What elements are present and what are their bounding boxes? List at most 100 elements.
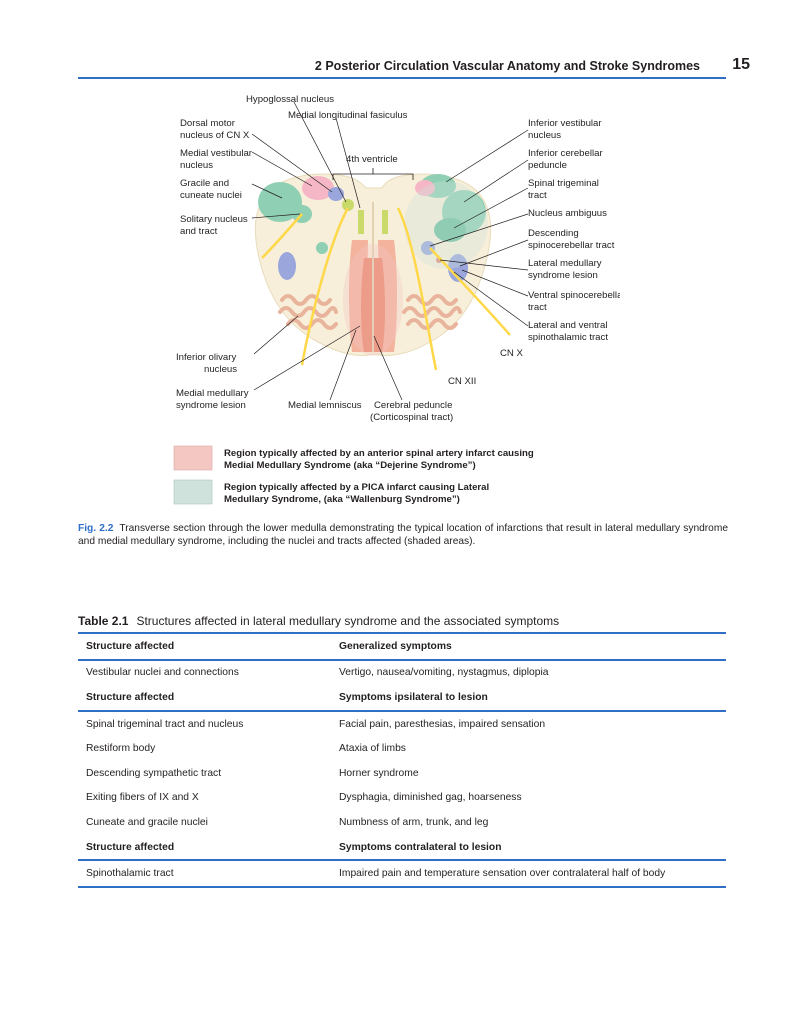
label-cn-x: CN X [500,348,524,359]
cn-x-root-right [429,247,511,336]
inferior-olivary-nucleus-left [278,294,338,330]
label-dorsal-motor-1: Dorsal motor [180,118,236,129]
label-med-lesion-2: syndrome lesion [176,400,246,411]
label-ventral-spinocereb-1: Ventral spinocerebellar [528,290,620,301]
chapter-title: 2 Posterior Circulation Vascular Anatomy… [314,59,700,73]
label-spinothal-2: spinothalamic tract [528,332,608,343]
label-cerebral-peduncle-1: Cerebral peduncle [374,400,452,411]
page-number: 15 [732,56,750,73]
table-row: Restiform body Ataxia of limbs [78,736,726,761]
solitary-tract-left [316,242,328,254]
table-subheader-cell: Symptoms ipsilateral to lesion [331,685,726,712]
label-solitary-1: Solitary nucleus [180,214,248,225]
medial-lesion-shading [343,244,403,356]
label-inf-vestibular-2: nucleus [528,130,561,141]
table-cell: Numbness of arm, trunk, and leg [339,816,489,828]
nucleus-ambiguus-right [421,241,435,255]
medial-vestibular-nucleus-left [302,176,334,200]
legend-swatch-medial [173,445,213,471]
table-row: Spinothalamic tract Impaired pain and te… [78,860,726,888]
table-subheader-row: Structure affected Symptoms ipsilateral … [78,685,726,712]
spinocerebellar-left [278,252,296,280]
legend-medial-line1: Region typically affected by an anterior… [224,448,534,459]
label-lat-lesion-2: syndrome lesion [528,270,598,281]
lateral-lesion-shading [404,181,488,269]
corticospinal-right [374,258,385,352]
label-gracile-2: cuneate nuclei [180,190,242,201]
header-rule [78,77,726,79]
table-cell: Restiform body [86,743,156,755]
table-header-cell: Generalized symptoms [331,632,726,661]
label-spinothal-1: Lateral and ventral [528,320,607,331]
leader-lines [251,101,529,401]
table-row: Spinal trigeminal tract and nucleus Faci… [78,711,726,737]
label-inf-vestibular-1: Inferior vestibular [528,118,602,129]
label-ambiguus: Nucleus ambiguus [528,208,607,219]
medulla-cross-section-figure: Hypoglossal nucleus Medial longitudinal … [173,94,620,505]
label-spinal-trig-2: tract [528,190,547,201]
table-cell: Horner syndrome [339,767,419,779]
medial-vestibular-nucleus-right [415,180,435,196]
mlf-right [382,210,388,234]
label-inf-olivary-1: Inferior olivary [176,352,236,363]
figure-caption-label: Fig. 2.2 [78,523,114,534]
label-cerebral-peduncle-2: (Corticospinal tract) [370,412,453,423]
table-subheader-cell: Structure affected [78,685,331,712]
table-cell: Cuneate and gracile nuclei [86,816,208,828]
table-row: Exiting fibers of IX and X Dysphagia, di… [78,786,726,811]
table-header-cell: Structure affected [78,632,331,661]
table-cell: Spinothalamic tract [78,860,331,888]
table-cell: Exiting fibers of IX and X [86,792,199,804]
table-cell: Vertigo, nausea/vomiting, nystagmus, dip… [339,667,549,679]
table-cell: Vestibular nuclei and connections [86,667,239,679]
table-title-text: Structures affected in lateral medullary… [136,614,560,628]
table-subheader-cell: Symptoms contralateral to lesion [331,834,726,862]
mlf-left [358,210,364,234]
table-header-row: Structure affected Generalized symptoms [78,632,726,661]
label-spinal-trig-1: Spinal trigeminal [528,178,599,189]
table-cell: Impaired pain and temperature sensation … [331,860,726,888]
label-dorsal-motor-2: nucleus of CN X [180,130,250,141]
label-desc-spinocereb-2: spinocerebellar tract [528,240,615,251]
cn-xii-root-left [300,207,350,366]
label-medial-lemniscus: Medial lemniscus [288,400,362,411]
table-row: Cuneate and gracile nuclei Numbness of a… [78,810,726,835]
table-cell: Dysphagia, diminished gag, hoarseness [339,792,522,804]
table-subheader-cell: Structure affected [78,834,331,862]
table-cell: Spinal trigeminal tract and nucleus [86,718,244,730]
label-gracile-1: Gracile and [180,178,229,189]
table-row: Descending sympathetic tract Horner synd… [78,761,726,786]
legend-swatch-lateral [173,479,213,505]
table-label: Table 2.1 [78,614,129,628]
symptoms-table: Structure affected Generalized symptoms … [78,632,726,888]
spinal-trigeminal-tract-right [434,218,466,242]
cn-x-root-left [261,213,303,259]
table-subheader-row: Structure affected Symptoms contralatera… [78,834,726,862]
label-solitary-2: and tract [180,226,218,237]
inferior-olivary-nucleus-right [402,294,462,330]
label-inf-olivary-2: nucleus [204,364,237,375]
label-cn-xii: CN XII [448,376,476,387]
table-row: Vestibular nuclei and connections Vertig… [78,660,726,686]
label-inf-cerebellar-2: peduncle [528,160,567,171]
label-desc-spinocereb-1: Descending [528,228,579,239]
running-head: 2 Posterior Circulation Vascular Anatomy… [78,56,750,80]
label-inf-cerebellar-1: Inferior cerebellar [528,148,603,159]
figure-caption-text: Transverse section through the lower med… [78,523,728,547]
cn-xii-root-right [396,207,438,371]
label-hypoglossal: Hypoglossal nucleus [246,94,334,105]
table-title: Table 2.1 Structures affected in lateral … [78,614,559,628]
label-4th-ventricle: 4th ventricle [346,154,398,165]
label-medial-vestibular-2: nucleus [180,160,213,171]
label-ventral-spinocereb-2: tract [528,302,547,313]
corticospinal-left [361,258,372,352]
table-cell: Ataxia of limbs [339,743,406,755]
label-lat-lesion-1: Lateral medullary [528,258,602,269]
table-cell: Descending sympathetic tract [86,767,222,779]
legend-medial-line2: Medial Medullary Syndrome (aka “Dejerine… [224,460,476,471]
hypoglossal-nucleus-left [342,199,354,211]
table-cell: Facial pain, paresthesias, impaired sens… [339,718,546,730]
label-medial-vestibular-1: Medial vestibular [180,148,253,159]
legend-lateral-line1: Region typically affected by a PICA infa… [224,482,489,493]
